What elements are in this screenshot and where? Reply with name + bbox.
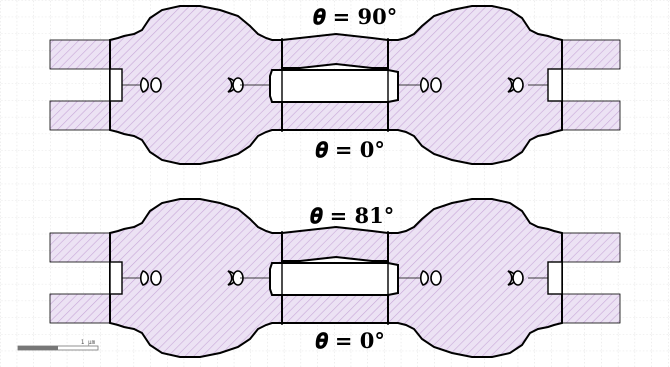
device-top-upper-label: 𝜽 = 90° [313, 4, 397, 29]
device-top: 𝜽 = 90° 𝜽 = 0° [49, 4, 621, 165]
device-bottom-upper-label: 𝜽 = 81° [310, 203, 394, 228]
scale-bar: 1 µm [17, 339, 99, 351]
device-bottom-lower-label: 𝜽 = 0° [315, 328, 385, 353]
device-bottom: 𝜽 = 81° 𝜽 = 0° [49, 198, 621, 358]
device-top-lower-label: 𝜽 = 0° [315, 137, 385, 162]
scale-bar-label: 1 µm [81, 339, 96, 346]
